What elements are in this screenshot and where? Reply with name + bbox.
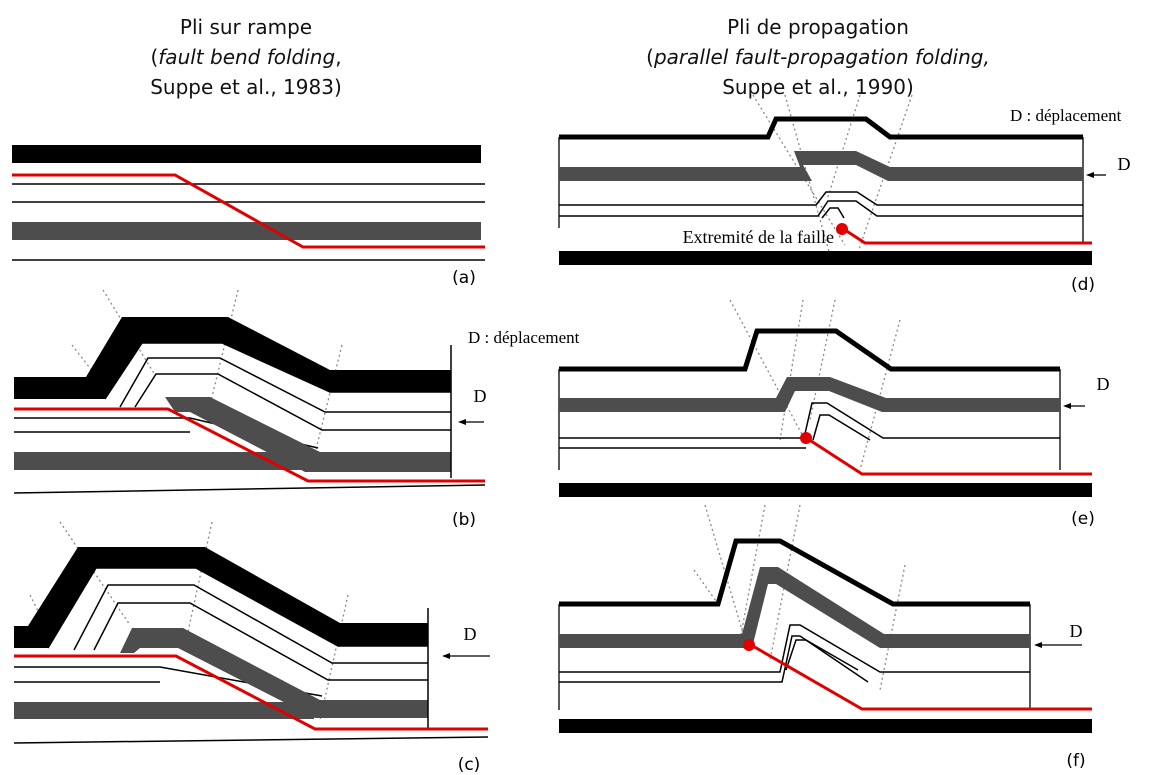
horizon-line (119, 357, 451, 413)
arrow-head (1034, 642, 1042, 648)
axial-plane (856, 94, 913, 256)
axial-plane (769, 504, 801, 661)
axial-plane (29, 594, 41, 616)
panel-label-f: (f) (1066, 751, 1085, 771)
panel-d: Extremité de la faille D : déplacement D… (558, 94, 1131, 295)
arrow-head (1086, 172, 1094, 178)
axial-plane (319, 594, 349, 721)
competent-bed (165, 397, 451, 472)
competent-bed (559, 377, 1060, 412)
axial-plane (311, 344, 343, 466)
d-label-e: D (1097, 374, 1110, 394)
left-heading-line2: (fault bend folding, (150, 45, 341, 69)
top-bed (12, 145, 481, 163)
horizon-line (812, 414, 871, 441)
competent-bed (12, 222, 481, 240)
right-heading-line2: (parallel fault-propagation folding, (646, 45, 990, 69)
horizon-line (559, 624, 1030, 673)
horizon-line (559, 200, 1083, 217)
fault-line (844, 228, 1092, 245)
d-label-f: D (1070, 621, 1083, 641)
competent-bed (14, 452, 304, 470)
horizon-line (73, 584, 428, 664)
fault-line (807, 437, 1092, 476)
horizon-line (47, 567, 428, 649)
panel-label-a: (a) (452, 268, 476, 288)
fault-tip-marker (836, 223, 848, 235)
displacement-label-d: D : déplacement (1010, 106, 1122, 125)
horizon-line (134, 373, 451, 431)
panel-label-d: (d) (1071, 275, 1095, 295)
top-bed (559, 538, 1030, 607)
panel-b: D D : déplacement (b) (13, 289, 580, 530)
d-label-c: D (464, 624, 477, 644)
top-bed (14, 547, 428, 648)
fault-line (12, 173, 485, 249)
panel-e: D (e) (558, 299, 1110, 529)
panel-label-c: (c) (458, 755, 481, 775)
arrow-head (442, 653, 450, 659)
axial-plane (826, 94, 861, 201)
top-bed (559, 116, 1083, 140)
horizon-line (559, 635, 869, 683)
axial-plane (879, 564, 906, 691)
horizon-line (104, 342, 451, 400)
right-heading-line1: Pli de propagation (727, 15, 909, 39)
axial-plane (779, 299, 804, 441)
competent-bed (120, 628, 428, 718)
basal-bed (559, 483, 1092, 497)
axial-plane (752, 94, 846, 246)
base-line (13, 484, 486, 494)
left-heading-line1: Pli sur rampe (180, 15, 312, 39)
horizon-line (559, 191, 1083, 206)
competent-bed (559, 567, 1030, 648)
fault-line (750, 643, 1092, 711)
axial-plane (729, 299, 806, 441)
arrow-head (1063, 403, 1071, 409)
axial-plane (809, 299, 836, 421)
top-bed (559, 328, 1060, 372)
competent-bed (14, 702, 314, 719)
d-label-b: D (474, 386, 487, 406)
horizon-line (785, 639, 859, 671)
fault-tip-marker (800, 432, 812, 444)
basal-bed (559, 719, 1092, 733)
axial-plane (859, 319, 901, 471)
fault-line (14, 654, 488, 731)
d-label-d: D (1118, 154, 1131, 174)
panel-c: D (c) (13, 521, 490, 775)
competent-bed (559, 151, 1083, 181)
axial-plane (102, 289, 156, 376)
fault-tip-marker (743, 639, 755, 651)
basal-bed (559, 251, 1092, 265)
horizon-line (93, 602, 428, 681)
fault-tip-label: Extremité de la faille (683, 227, 834, 247)
displacement-label-b: D : déplacement (468, 328, 580, 347)
right-heading-line3: Suppe et al., 1990) (722, 75, 914, 99)
axial-plane (693, 569, 719, 605)
left-heading: Pli sur rampe (fault bend folding, Suppe… (150, 15, 342, 99)
horizon-line (559, 402, 1060, 439)
fault-line (14, 407, 485, 483)
base-line (13, 736, 489, 744)
panel-label-b: (b) (452, 510, 476, 530)
arrow-head (458, 419, 466, 425)
axial-plane (71, 344, 94, 373)
panel-f: D (f) (558, 504, 1092, 771)
horizon-line (821, 207, 845, 219)
axial-plane (183, 521, 213, 651)
top-bed (14, 317, 451, 399)
left-heading-line3: Suppe et al., 1983) (150, 75, 342, 99)
panel-a: (a) (12, 145, 485, 288)
panel-label-e: (e) (1071, 509, 1095, 529)
right-heading: Pli de propagation (parallel fault-propa… (646, 15, 990, 99)
axial-plane (59, 521, 131, 626)
